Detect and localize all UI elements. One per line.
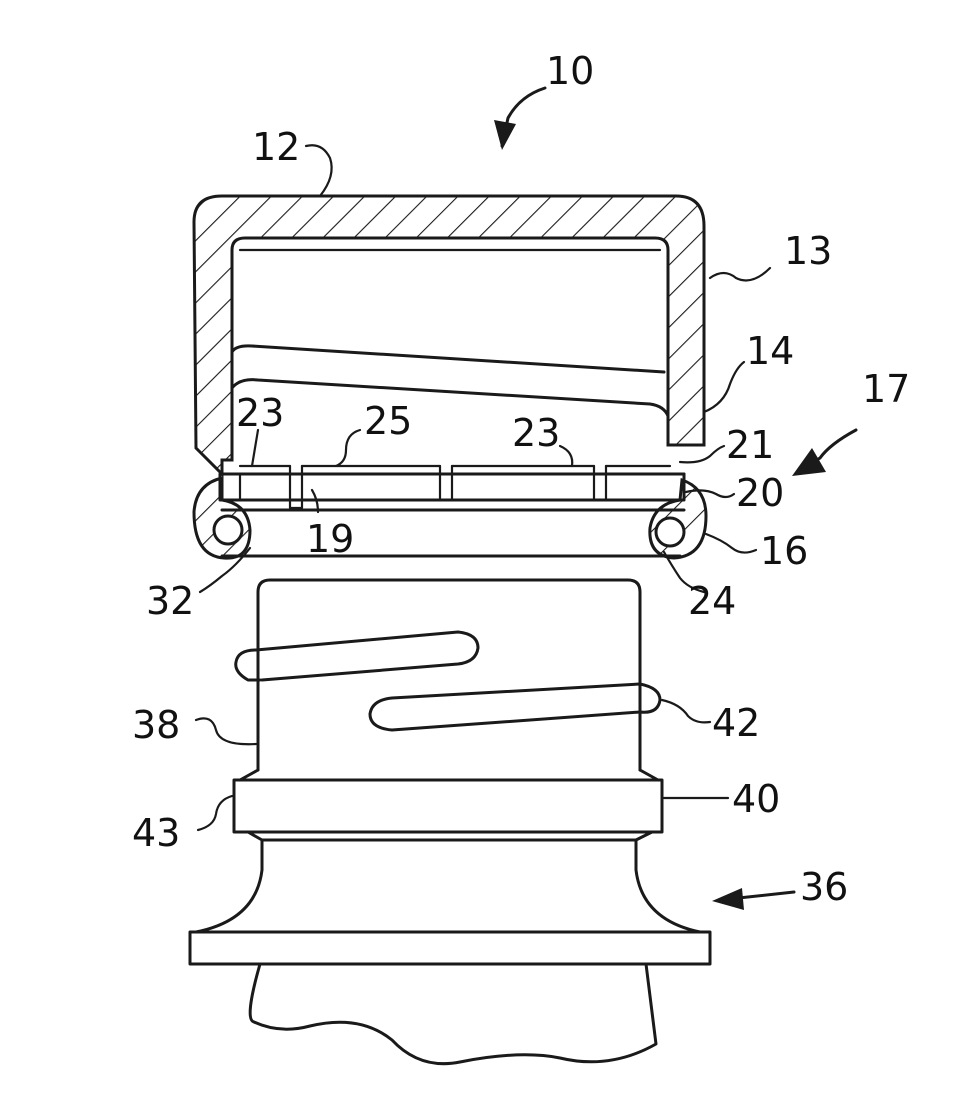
label-25: 25	[364, 399, 412, 443]
leader-23b	[560, 446, 572, 466]
leader-42	[662, 700, 710, 722]
label-23b: 23	[512, 411, 560, 455]
right-bead-core	[656, 518, 684, 546]
leader-25	[336, 430, 360, 466]
label-12: 12	[252, 125, 300, 169]
label-24: 24	[688, 579, 736, 623]
label-32: 32	[146, 579, 194, 623]
label-16: 16	[760, 529, 808, 573]
leader-43	[198, 796, 232, 830]
leader-16	[706, 534, 756, 553]
band-lower-ring	[222, 510, 684, 556]
neck-flare-right	[636, 840, 700, 932]
arrow-36	[712, 888, 744, 910]
label-13: 13	[784, 229, 832, 273]
leader-12	[306, 145, 332, 196]
transfer-bead	[234, 780, 662, 832]
base-flange	[190, 932, 710, 964]
leader-38	[196, 718, 256, 744]
label-38: 38	[132, 703, 180, 747]
neck-thread-upper	[236, 632, 478, 680]
label-14: 14	[746, 329, 794, 373]
label-17: 17	[862, 367, 910, 411]
leader-14	[704, 362, 744, 412]
label-36: 36	[800, 865, 848, 909]
leader-21	[680, 446, 724, 462]
label-43: 43	[132, 811, 180, 855]
cap-thread-upper	[232, 346, 664, 372]
leader-23a	[252, 430, 258, 466]
label-10: 10	[546, 49, 594, 93]
neck-thread-lower	[370, 684, 660, 730]
arrow-17	[792, 448, 826, 476]
label-42: 42	[712, 701, 760, 745]
label-40: 40	[732, 777, 780, 821]
label-19: 19	[306, 517, 354, 561]
label-20: 20	[736, 471, 784, 515]
label-21: 21	[726, 423, 774, 467]
arrow-10	[494, 120, 516, 150]
leader-13	[710, 268, 770, 280]
left-bead-core	[214, 516, 242, 544]
label-23a: 23	[236, 391, 284, 435]
cap-thread-lower	[232, 380, 668, 416]
neck-flare-left	[196, 840, 262, 932]
container-body-break	[250, 964, 656, 1064]
bridge-segments	[240, 466, 606, 500]
